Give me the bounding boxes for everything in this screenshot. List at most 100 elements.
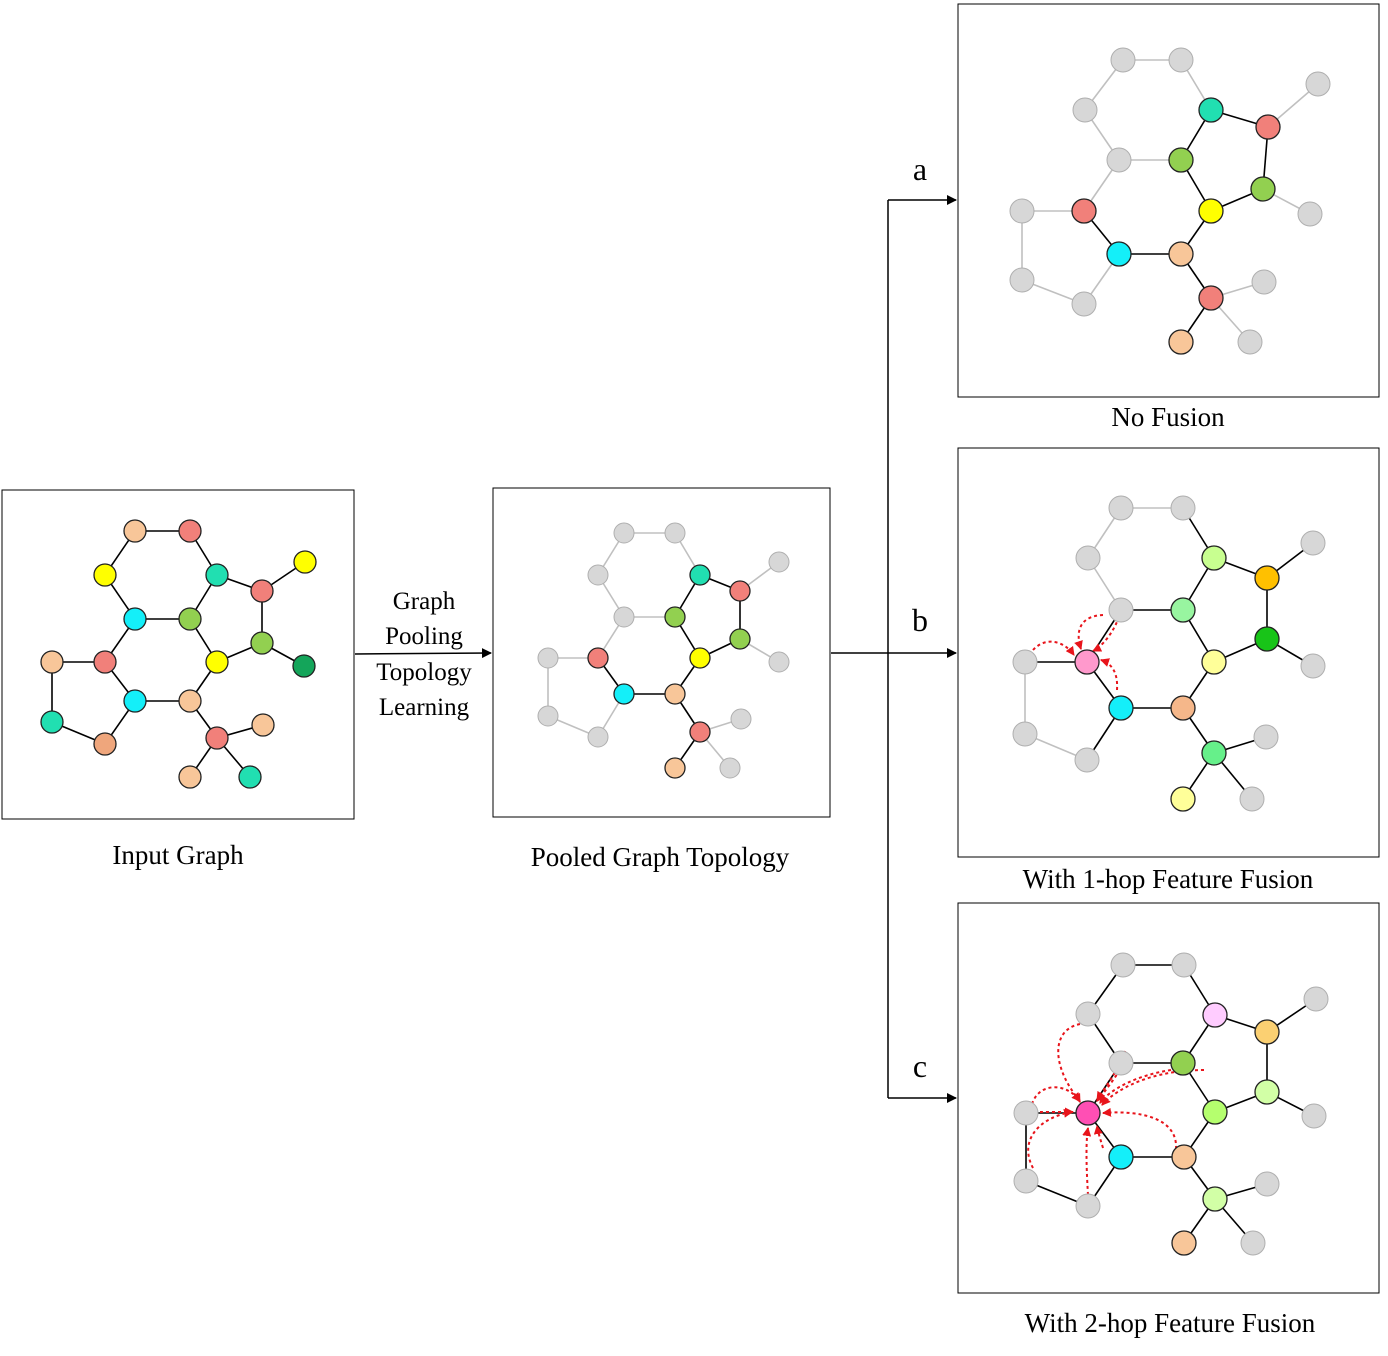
node [1170,786,1196,812]
node [1198,198,1224,224]
pooling-label-line-4: Learning [379,694,470,721]
caption-input-graph: Input Graph [112,840,244,870]
fusion-arrow [1027,1108,1073,1169]
pooled-out-node [1013,1168,1039,1194]
pooled-out-node [1075,1001,1101,1027]
node [613,683,635,705]
node [1254,1019,1280,1045]
pooled-out-node [1108,495,1134,521]
caption-pooled-graph: Pooled Graph Topology [531,842,790,872]
node [1168,147,1194,173]
node [1170,695,1196,721]
pooled-out-node [768,551,790,573]
input-graph-panel [1,489,355,820]
node [250,631,274,655]
node [1108,1144,1134,1170]
two-hop-fusion-graph [1013,952,1329,1256]
node [250,579,274,603]
node [1071,198,1097,224]
node [664,683,686,705]
node [1198,285,1224,311]
caption-one-hop-fusion: With 1-hop Feature Fusion [1023,864,1314,894]
one-hop-fusion-graph [1012,495,1326,812]
node [689,564,711,586]
node [238,765,262,789]
pooling-label-line-1: Graph [393,588,456,615]
node [93,650,117,674]
node [729,628,751,650]
node [205,650,229,674]
pooled-out-node [1297,201,1323,227]
node [1168,241,1194,267]
pooled-out-node [587,726,609,748]
node [292,654,316,678]
fusion-arrow [1102,1107,1178,1150]
node [664,757,686,779]
pooled-out-node [613,522,635,544]
pooled-out-node [537,705,559,727]
node [689,721,711,743]
fusion-arrow [1092,610,1122,652]
no-fusion-panel [957,3,1380,398]
node [93,732,117,756]
node [178,519,202,543]
input-graph [40,519,317,789]
node [40,710,64,734]
one-hop-panel [957,447,1380,858]
pooled-out-node [1300,530,1326,556]
node [1202,1099,1228,1125]
node [1171,1144,1197,1170]
node [251,713,275,737]
pooled-graph [537,522,790,779]
node [729,580,751,602]
pooled-out-node [537,647,559,669]
two-hop-panel [957,902,1380,1294]
node [123,607,147,631]
pooling-label-line-2: Pooling [385,623,463,650]
node [1254,565,1280,591]
pooled-out-node [768,651,790,673]
pooled-out-node [1253,724,1279,750]
pooled-out-node [1074,747,1100,773]
node [1170,1050,1196,1076]
node [1106,241,1132,267]
branch-label-b: b [912,602,928,638]
pooled-out-node [1012,649,1038,675]
caption-two-hop-fusion: With 2-hop Feature Fusion [1025,1308,1316,1338]
pooled-out-node [664,522,686,544]
pooling-arrow [354,648,492,659]
fusion-arrow [1057,1023,1081,1102]
pooled-out-node [1171,952,1197,978]
node [1075,1100,1101,1126]
node [1254,626,1280,652]
pooled-out-node [1009,198,1035,224]
pooled-out-node [1300,653,1326,679]
pooled-out-node [1240,1230,1266,1256]
fusion-arrow [1100,658,1119,691]
pooled-out-node [1075,1193,1101,1219]
node [205,563,229,587]
node [1255,114,1281,140]
node [178,765,202,789]
pooled-out-node [613,606,635,628]
node [1170,597,1196,623]
node [1201,545,1227,571]
pooled-out-node [730,708,752,730]
node [664,606,686,628]
node [93,563,117,587]
pooled-out-node [1108,1050,1134,1076]
pooled-out-node [1009,267,1035,293]
pooled-out-node [1168,47,1194,73]
branch-label-c: c [913,1048,927,1084]
pooled-out-node [1110,47,1136,73]
node [1198,97,1224,123]
fusion-arrow [1074,614,1104,650]
node [40,650,64,674]
pooled-out-node [587,564,609,586]
pooled-out-node [1012,721,1038,747]
pooled-out-node [1301,1103,1327,1129]
node [1202,1186,1228,1212]
pooled-out-node [1075,545,1101,571]
caption-no-fusion: No Fusion [1111,402,1225,432]
